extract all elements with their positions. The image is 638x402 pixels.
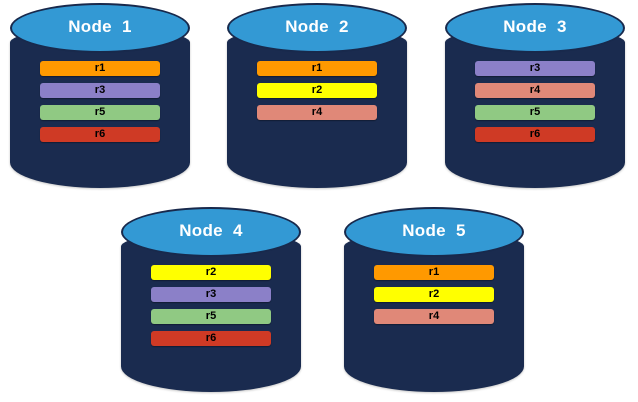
node-cylinder[interactable]: Node 5 r1 r2 r4 <box>339 207 529 392</box>
record-bar[interactable]: r6 <box>40 127 160 142</box>
record-bar[interactable]: r2 <box>374 287 494 302</box>
record-list: r1 r3 r5 r6 <box>40 61 160 149</box>
record-bar[interactable]: r3 <box>475 61 595 76</box>
node-cylinder[interactable]: Node 1 r1 r3 r5 r6 <box>5 3 195 188</box>
node-cylinder[interactable]: Node 2 r1 r2 r4 <box>222 3 412 188</box>
node-label: Node 3 <box>503 17 567 36</box>
record-list: r1 r2 r4 <box>374 265 494 331</box>
record-bar[interactable]: r5 <box>475 105 595 120</box>
record-bar[interactable]: r2 <box>151 265 271 280</box>
node-top-disc <box>10 3 190 53</box>
record-bar[interactable]: r2 <box>257 83 377 98</box>
node-label: Node 5 <box>402 221 466 240</box>
record-list: r3 r4 r5 r6 <box>475 61 595 149</box>
node-top-disc <box>121 207 301 257</box>
record-bar[interactable]: r4 <box>257 105 377 120</box>
record-bar[interactable]: r1 <box>257 61 377 76</box>
record-bar[interactable]: r6 <box>475 127 595 142</box>
record-bar[interactable]: r1 <box>374 265 494 280</box>
record-bar[interactable]: r5 <box>151 309 271 324</box>
record-bar[interactable]: r1 <box>40 61 160 76</box>
record-list: r1 r2 r4 <box>257 61 377 127</box>
node-cylinder[interactable]: Node 4 r2 r3 r5 r6 <box>116 207 306 392</box>
node-top-disc <box>344 207 524 257</box>
node-label: Node 1 <box>68 17 132 36</box>
record-bar[interactable]: r4 <box>475 83 595 98</box>
node-top-disc <box>227 3 407 53</box>
record-bar[interactable]: r4 <box>374 309 494 324</box>
record-bar[interactable]: r5 <box>40 105 160 120</box>
node-label: Node 4 <box>179 221 243 240</box>
node-label: Node 2 <box>285 17 349 36</box>
node-top-disc <box>445 3 625 53</box>
node-cylinder[interactable]: Node 3 r3 r4 r5 r6 <box>440 3 630 188</box>
record-bar[interactable]: r3 <box>40 83 160 98</box>
record-bar[interactable]: r3 <box>151 287 271 302</box>
record-bar[interactable]: r6 <box>151 331 271 346</box>
record-list: r2 r3 r5 r6 <box>151 265 271 353</box>
